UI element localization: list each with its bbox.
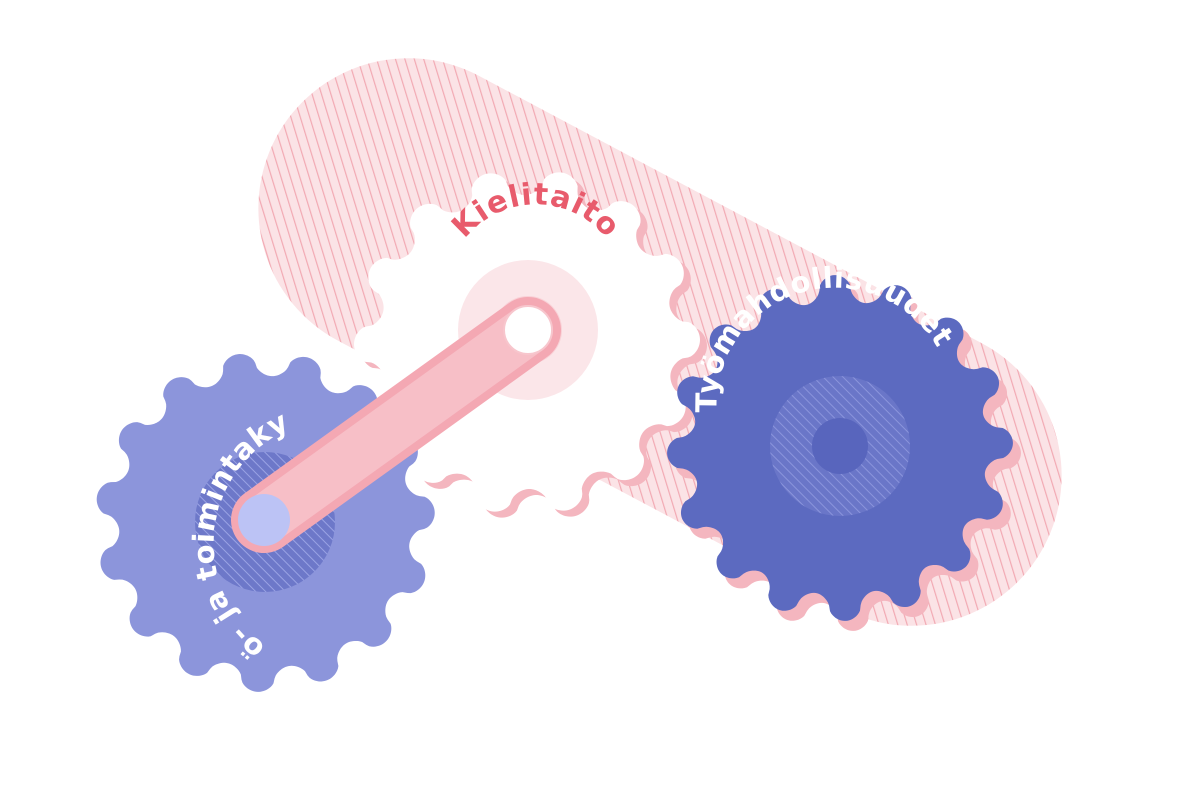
link-pin-top [503,305,553,355]
link-pin-bottom [238,494,290,546]
link-outline [231,297,561,553]
connecting-link [231,297,561,553]
link-fill [239,305,553,545]
gear-tyomahdollisuudet-hub-inner [812,418,868,474]
